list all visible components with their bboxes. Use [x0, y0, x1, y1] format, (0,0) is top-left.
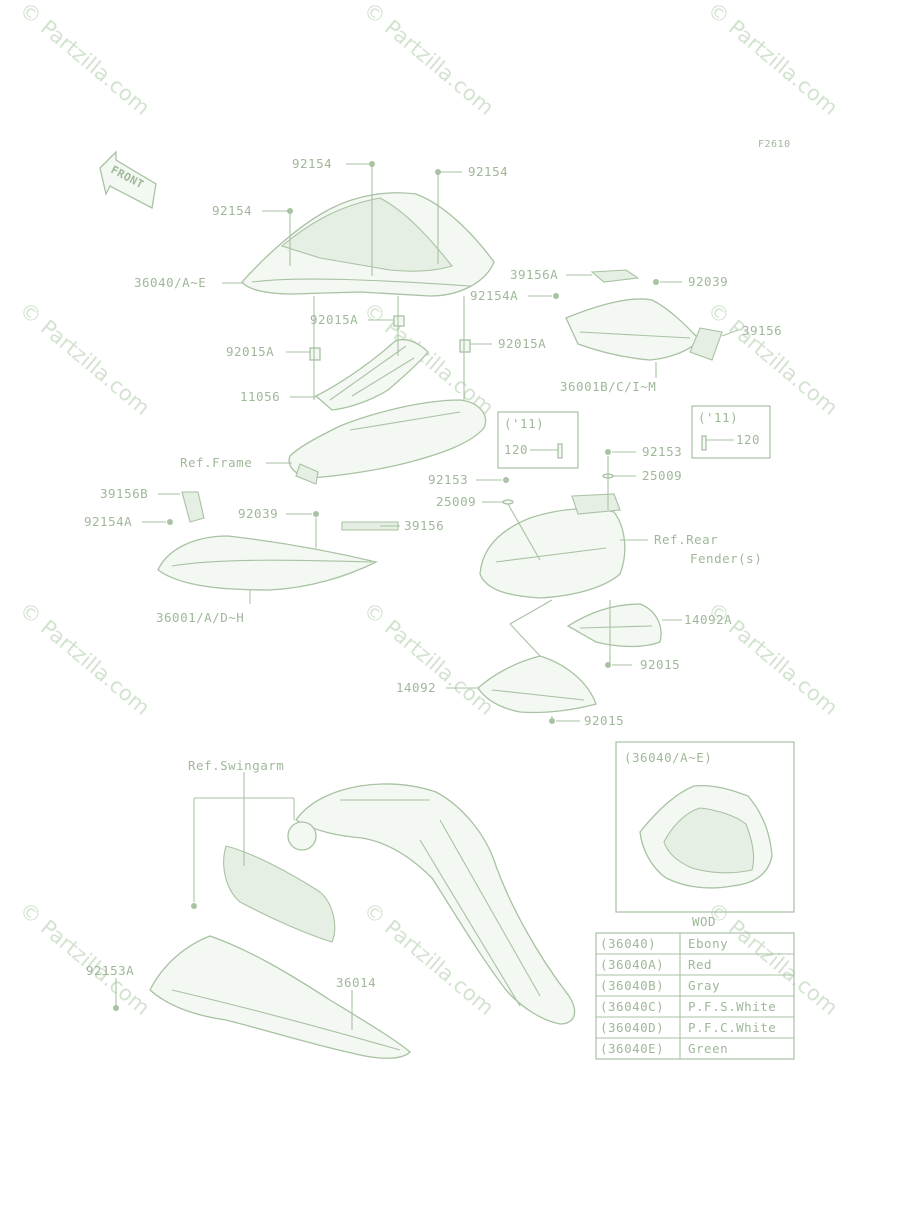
callout-92039: 92039 — [688, 274, 728, 289]
callout-92015a: 92015A — [310, 312, 358, 327]
callout-36001b: 36001B/C/I~M — [560, 379, 656, 394]
cover-14092-part — [477, 655, 597, 714]
watermark: © Partzilla.com — [15, 597, 155, 720]
inset-part-label: 120 — [736, 432, 760, 447]
figure-code: F2610 — [758, 139, 791, 150]
table-cell-color: Ebony — [688, 936, 728, 951]
callout-36040: 36040/A~E — [134, 275, 206, 290]
callout-ref-frame: Ref.Frame — [180, 455, 252, 470]
callout-92153a: 92153A — [86, 963, 134, 978]
inset-2011-left — [497, 411, 579, 469]
callout-92153: 92153 — [428, 472, 468, 487]
callout-39156a: 39156A — [510, 267, 558, 282]
callout-92153: 92153 — [642, 444, 682, 459]
callout-92154a: 92154A — [470, 288, 518, 303]
table-cell-color: P.F.C.White — [688, 1020, 776, 1035]
callout-92154: 92154 — [212, 203, 252, 218]
table-cell-code: (36040E) — [600, 1041, 664, 1056]
chain-guard-part — [149, 845, 411, 1059]
inset-title: (36040/A~E) — [624, 750, 712, 765]
color-table: (36040) Ebony (36040A) Red (36040B) Gray (3604… — [595, 932, 795, 1060]
watermark: © Partzilla.com — [15, 897, 155, 1020]
table-cell-color: Gray — [688, 978, 720, 993]
callout-ref-rear: Ref.Rear — [654, 532, 718, 547]
callout-14092a: 14092A — [684, 612, 732, 627]
callout-92154: 92154 — [292, 156, 332, 171]
watermark: © Partzilla.com — [359, 597, 499, 720]
watermark: © Partzilla.com — [703, 0, 843, 120]
callout-92154a: 92154A — [84, 514, 132, 529]
callout-39156: 39156 — [404, 518, 444, 533]
callout-39156: 39156 — [742, 323, 782, 338]
watermark: © Partzilla.com — [359, 0, 499, 120]
seat-cover-part — [241, 192, 495, 297]
left-side-cover-part — [157, 491, 399, 591]
front-arrow-icon: FRONT — [99, 150, 157, 209]
callout-92154: 92154 — [468, 164, 508, 179]
callout-92015a: 92015A — [498, 336, 546, 351]
watermark: © Partzilla.com — [15, 0, 155, 120]
callout-25009: 25009 — [436, 494, 476, 509]
callout-11056: 11056 — [240, 389, 280, 404]
table-cell-code: (36040C) — [600, 999, 664, 1014]
frame-part — [288, 399, 487, 485]
table-cell-color: P.F.S.White — [688, 999, 776, 1014]
callout-36014: 36014 — [336, 975, 376, 990]
table-cell-code: (36040A) — [600, 957, 664, 972]
table-cell-code: (36040) — [600, 936, 656, 951]
table-cell-code: (36040D) — [600, 1020, 664, 1035]
cover-14092a-part — [566, 603, 662, 648]
callout-92039: 92039 — [238, 506, 278, 521]
callout-39156b: 39156B — [100, 486, 148, 501]
callout-36001: 36001/A/D~H — [156, 610, 244, 625]
callout-ref-swingarm: Ref.Swingarm — [188, 758, 284, 773]
inset-part-label: 120 — [504, 442, 528, 457]
watermark: © Partzilla.com — [15, 297, 155, 420]
inset-caption: WOD — [692, 914, 716, 929]
callout-labels: 92154 92154 92154 36040/A~E 92015A 92015… — [84, 156, 782, 990]
callout-25009: 25009 — [642, 468, 682, 483]
right-side-cover-part — [565, 269, 723, 361]
watermark: © Partzilla.com — [703, 297, 843, 420]
inset-year-label: ('11) — [698, 410, 738, 425]
subframe-bracket-part — [314, 338, 429, 411]
callout-92015: 92015 — [640, 657, 680, 672]
leader-lines — [113, 161, 739, 1030]
seat-cover-inset: (36040/A~E) WOD — [615, 741, 795, 929]
inset-2011-right — [691, 405, 771, 459]
inset-year-label: ('11) — [504, 416, 544, 431]
callout-92015a: 92015A — [226, 344, 274, 359]
swingarm-part — [287, 783, 576, 1025]
callout-14092: 14092 — [396, 680, 436, 695]
callout-fender: Fender(s) — [690, 551, 762, 566]
callout-92015: 92015 — [584, 713, 624, 728]
table-cell-color: Green — [688, 1041, 728, 1056]
rear-fender-part — [479, 493, 626, 599]
table-cell-code: (36040B) — [600, 978, 664, 993]
table-cell-color: Red — [688, 957, 712, 972]
